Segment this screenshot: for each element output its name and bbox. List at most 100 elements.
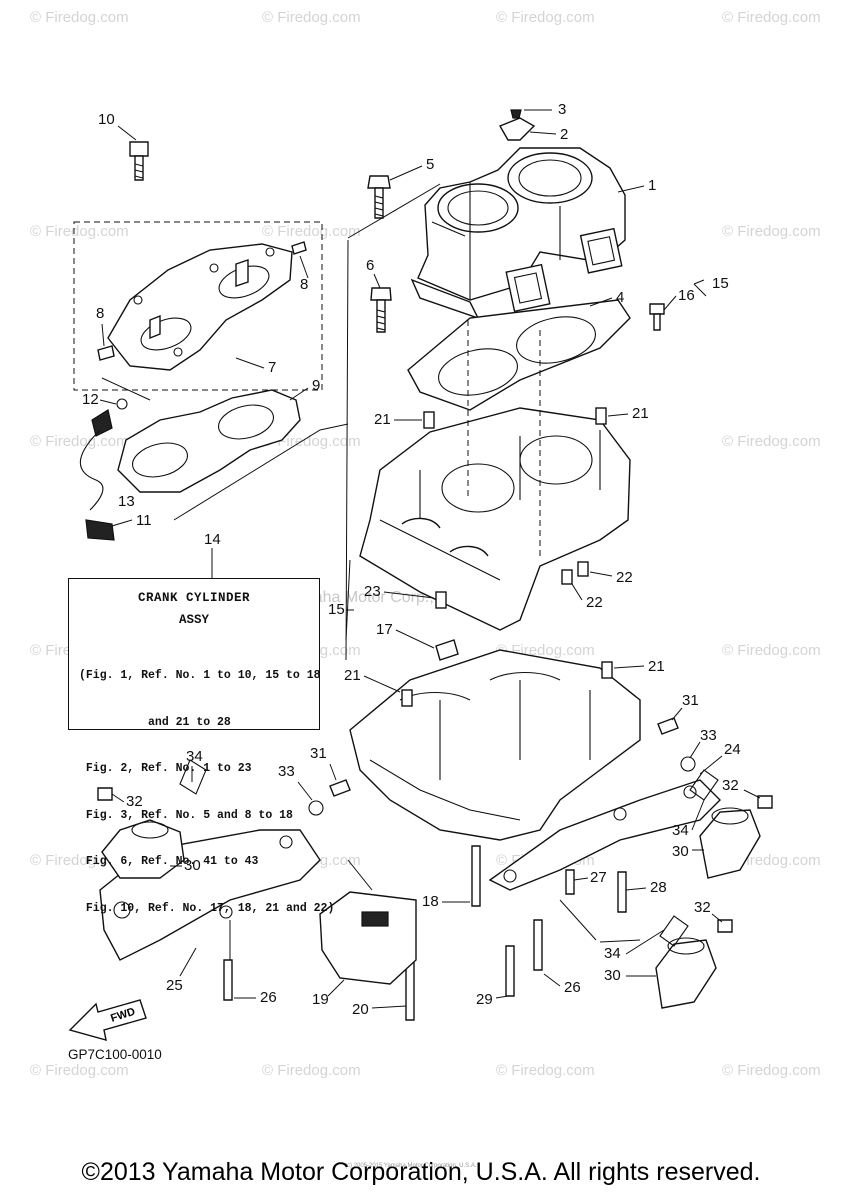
callout-34: 34 [186, 748, 203, 765]
callout-18: 18 [422, 893, 439, 910]
watermark: © Firedog.com [496, 1062, 595, 1079]
callout-12: 12 [82, 391, 99, 408]
diagram-code: GP7C100-0010 [68, 1047, 162, 1062]
callout-21: 21 [632, 405, 649, 422]
callout-26: 26 [260, 989, 277, 1006]
cylinder-gasket-part [407, 299, 631, 411]
callout-32: 32 [694, 899, 711, 916]
callout-28: 28 [650, 879, 667, 896]
watermark: © Firedog.com [722, 223, 821, 240]
watermark: © Firedog.com [30, 223, 129, 240]
head-assy-outline [73, 221, 323, 391]
callout-1: 1 [648, 177, 656, 194]
watermark: © Firedog.com [262, 223, 361, 240]
assembly-boundary-lines [101, 183, 641, 960]
callout-5: 5 [426, 156, 434, 173]
callout-21: 21 [374, 411, 391, 428]
legend-lines: (Fig. 1, Ref. No. 1 to 10, 15 to 18 and … [79, 637, 335, 947]
callout-30: 30 [672, 843, 689, 860]
watermark: © Firedog.com [722, 433, 821, 450]
upper-crankcase-part [359, 407, 631, 631]
callout-labels: 3 2 1 5 6 4 16 15 10 8 8 7 9 12 13 11 14… [82, 101, 761, 1018]
dowel-pin-part [423, 407, 607, 609]
callout-25: 25 [166, 977, 183, 994]
callout-14: 14 [204, 531, 221, 548]
bushing-part [435, 639, 459, 661]
callout-33: 33 [278, 763, 295, 780]
legend-title: CRANK CYLINDER [137, 591, 251, 605]
watermark: © Firedog.com [30, 9, 129, 26]
plug-part [97, 241, 307, 361]
legend-line: and 21 to 28 [79, 715, 231, 729]
callout-10: 10 [98, 111, 115, 128]
callout-26: 26 [564, 979, 581, 996]
washer-part [308, 756, 696, 816]
callout-2: 2 [560, 126, 568, 143]
electrical-box-part [319, 891, 417, 985]
legend-line: (Fig. 1, Ref. No. 1 to 10, 15 to 18 [79, 669, 321, 682]
callout-19: 19 [312, 991, 329, 1008]
watermark: © Firedog.com [30, 433, 129, 450]
cylinder-head-part [107, 243, 293, 371]
callout-34: 34 [672, 822, 689, 839]
callout-29: 29 [476, 991, 493, 1008]
legend-line: Fig. 10, Ref. No. 17, 18, 21 and 22) [79, 901, 335, 915]
callout-17: 17 [376, 621, 393, 638]
callout-32: 32 [722, 777, 739, 794]
bolt-part [129, 141, 149, 181]
bolt-part [370, 287, 392, 333]
callout-30: 30 [604, 967, 621, 984]
watermark: © Firedog.com [30, 1062, 129, 1079]
callout-8: 8 [96, 305, 104, 322]
watermark: © Firedog.com [722, 642, 821, 659]
watermark: © Firedog.com [262, 9, 361, 26]
callout-30: 30 [184, 857, 201, 874]
bolt-part [649, 303, 665, 331]
damper-part [101, 807, 761, 1009]
callout-33: 33 [700, 727, 717, 744]
watermark: © Firedog.com [262, 1062, 361, 1079]
assembly-legend: CRANK CYLINDER ASSY (Fig. 1, Ref. No. 1 … [68, 578, 334, 915]
engine-mount-part [488, 779, 721, 891]
callout-21: 21 [344, 667, 361, 684]
callout-6: 6 [366, 257, 374, 274]
callout-9: 9 [312, 377, 320, 394]
callout-7: 7 [268, 359, 276, 376]
callout-20: 20 [352, 1001, 369, 1018]
legend-subtitle: ASSY [178, 613, 209, 627]
sensor-part [79, 398, 128, 541]
callout-15: 15 [328, 601, 345, 618]
lower-crankcase-part [349, 649, 641, 841]
callout-11: 11 [136, 512, 152, 529]
callout-8: 8 [300, 276, 308, 293]
fwd-arrow-icon: FWD [68, 999, 147, 1041]
callout-31: 31 [310, 745, 327, 762]
bracket-part [498, 109, 536, 141]
callout-32: 32 [126, 793, 143, 810]
watermark: © Firedog.com [722, 9, 821, 26]
tiny-copyright: (c) 2005-2015 Yamaha Motor Corporation, … [345, 1163, 477, 1169]
bolt-part [367, 175, 391, 219]
watermark: © Firedog.com [496, 9, 595, 26]
copyright-notice: ©2013 Yamaha Motor Corporation, U.S.A. A… [81, 1158, 761, 1186]
legend-line: Fig. 6, Ref. No. 41 to 43 [79, 855, 259, 868]
callout-13: 13 [118, 493, 135, 510]
callout-15: 15 [712, 275, 729, 292]
callout-24: 24 [724, 741, 741, 758]
callout-34: 34 [604, 945, 621, 962]
callout-16: 16 [678, 287, 695, 304]
watermark: © Firedog.com [30, 852, 129, 869]
head-gasket-part [117, 389, 301, 493]
callout-4: 4 [616, 289, 624, 306]
callout-22: 22 [616, 569, 633, 586]
legend-line: Fig. 3, Ref. No. 5 and 8 to 18 [79, 808, 293, 822]
watermark: © Firedog.com [722, 1062, 821, 1079]
spacer-part [179, 759, 719, 947]
callout-23: 23 [364, 583, 381, 600]
callout-21: 21 [648, 658, 665, 675]
callout-22: 22 [586, 594, 603, 611]
legend-line: Fig. 2, Ref. No. 1 to 23 [79, 762, 252, 775]
callout-31: 31 [682, 692, 699, 709]
callout-3: 3 [558, 101, 566, 118]
watermark: © Firedog.com [262, 433, 361, 450]
